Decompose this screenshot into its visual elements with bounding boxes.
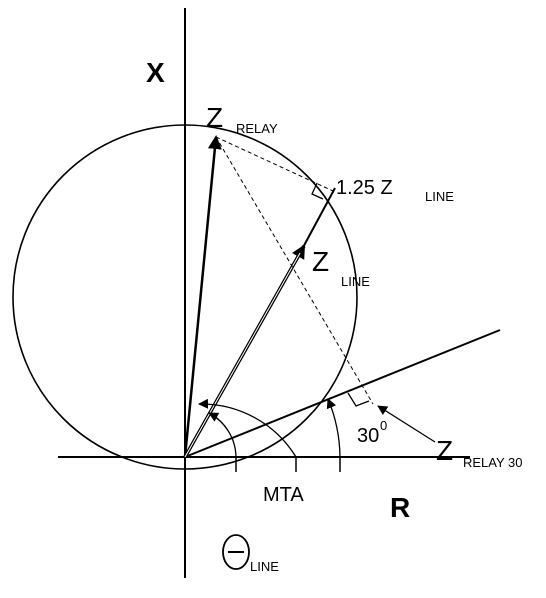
relay-circle [12, 124, 358, 470]
z-line-vector-inner [184, 245, 305, 458]
arc-theta-line [208, 412, 237, 458]
right-angle-marker-top [311, 182, 324, 200]
theta-line-label-sub: LINE [250, 559, 279, 574]
r-axis-label: R [390, 492, 410, 523]
dashed-to-zrelay30 [215, 136, 374, 405]
theta-symbol-icon [222, 534, 250, 570]
z-relay-vector [183, 135, 222, 458]
line-30-degree [184, 329, 501, 458]
mta-label: MTA [263, 484, 304, 506]
z-relay-label: Z [206, 102, 223, 133]
z-line-125-label-sub: LINE [425, 189, 454, 204]
z-line-extension [299, 187, 336, 254]
z-line-125-label: 1.25 Z [336, 177, 393, 199]
angle-30-label: 30 [357, 425, 379, 447]
z-relay30-label: Z [436, 435, 453, 466]
angle-30-label-sup: 0 [380, 418, 387, 433]
right-angle-marker-bottom [347, 392, 370, 407]
zrelay30-leader-arrow [377, 405, 436, 443]
z-relay30-label-sub: RELAY 30 [463, 455, 523, 470]
arc-mta [198, 398, 297, 458]
z-relay-label-sub: RELAY [236, 121, 278, 136]
x-axis-label: X [146, 57, 165, 88]
dashed-to-125-zline [215, 136, 334, 192]
z-line-label-sub: LINE [341, 274, 370, 289]
z-line-label: Z [312, 246, 329, 277]
arc-30-degree [326, 398, 341, 458]
